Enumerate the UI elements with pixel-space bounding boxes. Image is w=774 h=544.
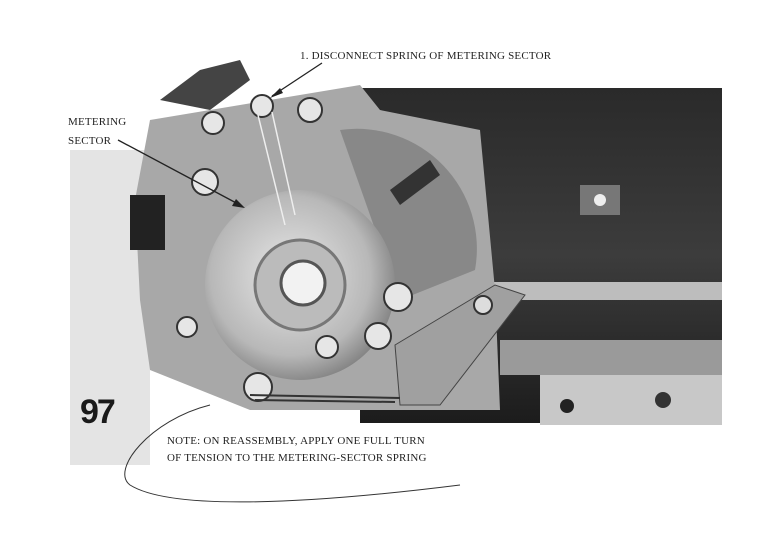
pencil-mark [124,404,461,503]
figure-number: 97 [80,393,116,431]
metering-sector-label-line1: METERING [68,116,127,128]
screws [176,94,413,402]
note-line1: NOTE: ON REASSEMBLY, APPLY ONE FULL TURN [167,435,425,447]
note-line2: OF TENSION TO THE METERING-SECTOR SPRING [167,452,427,464]
metering-sector-label-line2: SECTOR [68,135,112,147]
spring [257,111,296,226]
callout-arrow-metering-sector [117,139,241,206]
wire-bundle [160,60,250,110]
step1-callout: 1. DISCONNECT SPRING OF METERING SECTOR [300,50,552,62]
